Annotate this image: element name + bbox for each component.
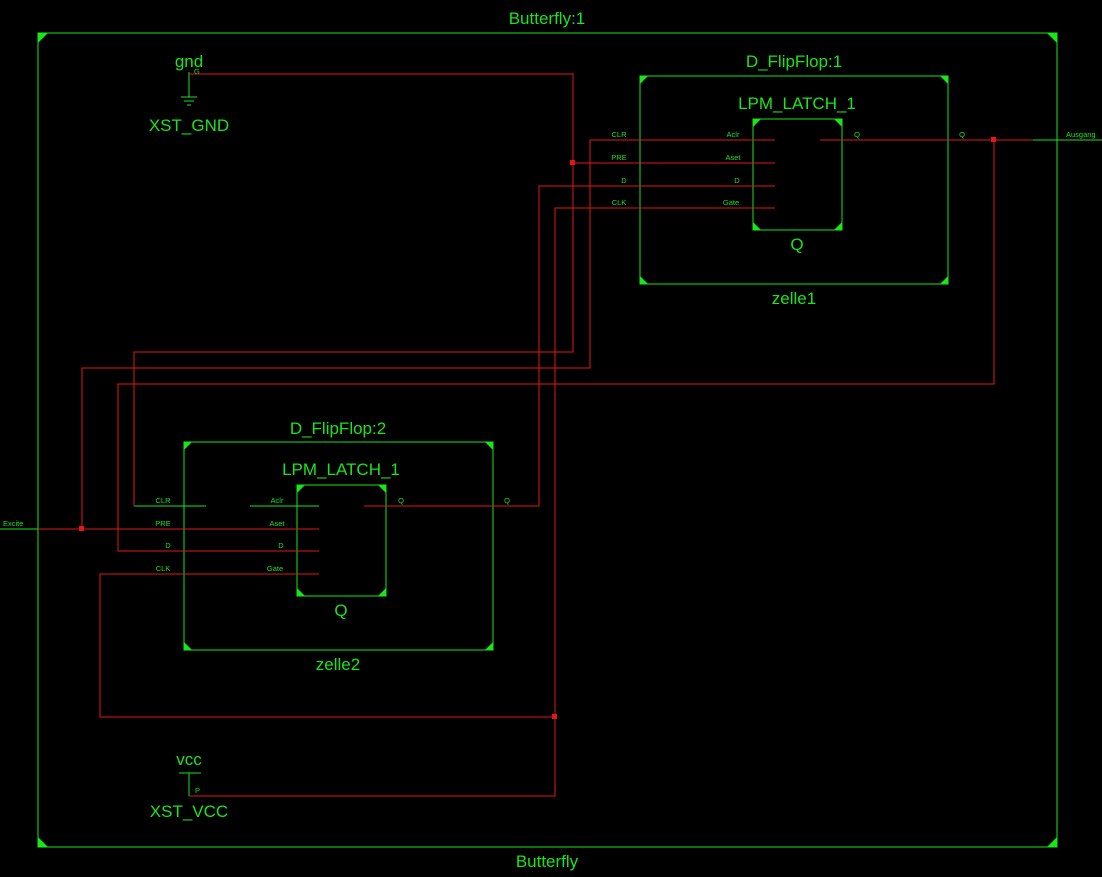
gnd-pin-label: G [194,67,200,76]
corner-marker [297,588,305,596]
net-excite-ff1-clr[interactable] [81,139,775,529]
corner-marker [297,485,305,493]
gnd-name: XST_GND [149,116,229,135]
ff1-latch-pin-d-label: D [734,176,740,185]
ff2-latch[interactable]: LPM_LATCH_1 Q Aclr Aset D Gate Q [250,460,408,620]
butterfly-instance-label: Butterfly:1 [509,9,586,28]
butterfly-module[interactable]: Butterfly:1 Butterfly [37,9,1058,871]
ff2-latch-pin-d-label: D [278,541,284,550]
ff1-pin-pre-label: PRE [611,153,626,162]
ff2-instance-label: D_FlipFlop:2 [290,419,386,438]
ff1-pin-q-out-label: Q [959,130,965,139]
corner-marker [1047,33,1057,43]
flipflop-zelle2[interactable]: D_FlipFlop:2 zelle2 CLR PRE D CLK Q LPM_… [134,419,515,674]
flipflop-zelle1[interactable]: D_FlipFlop:1 zelle1 CLR PRE D CLK Q LPM_… [590,52,970,308]
gnd-symbol[interactable]: gnd G XST_GND [149,52,229,135]
ff1-latch-pin-aset-label: Aset [725,153,741,162]
vcc-title: vcc [176,750,202,769]
ff2-pin-pre-label: PRE [155,519,170,528]
ff2-latch-name: LPM_LATCH_1 [282,460,400,479]
port-ausgang[interactable]: Ausgang [1033,130,1102,141]
port-excite[interactable]: Excite [0,519,38,530]
vcc-symbol[interactable]: vcc P XST_VCC [150,750,228,821]
butterfly-frame [37,32,1058,848]
net-gnd[interactable] [133,73,574,506]
ff2-latch-pin-q-label: Q [398,496,404,505]
corner-marker [485,442,493,450]
corner-marker [834,222,842,230]
corner-marker [38,33,48,43]
junction-dot [552,714,557,719]
ff2-latch-q: Q [334,601,347,620]
corner-marker [940,276,948,284]
ff2-latch-frame [296,484,387,597]
ff2-latch-pin-aclr-label: Aclr [271,496,284,505]
ff2-pin-q-out-label: Q [504,496,510,505]
port-excite-label: Excite [3,519,23,528]
butterfly-name-label: Butterfly [516,852,579,871]
ff1-pin-clr-label: CLR [611,130,627,139]
vcc-name: XST_VCC [150,802,228,821]
net-ff2q-ff1d[interactable] [364,185,775,507]
corner-marker [378,588,386,596]
corner-marker [378,485,386,493]
ff1-latch-pin-q-label: Q [854,130,860,139]
ff1-latch[interactable]: LPM_LATCH_1 Q Aclr Aset D Gate Q [706,94,864,254]
junction-dot [570,160,575,165]
net-vcc-ff2-clk[interactable] [99,573,555,718]
junction-dot [79,526,84,531]
ff1-pin-clk-label: CLK [612,198,627,207]
ff2-pin-clr-label: CLR [155,496,171,505]
ff1-frame [639,75,949,285]
ff1-latch-frame [752,118,843,231]
corner-marker [834,119,842,127]
port-ausgang-label: Ausgang [1066,130,1096,139]
ff1-pin-d-label: D [621,176,627,185]
ff1-latch-pin-gate-label: Gate [723,198,739,207]
corner-marker [38,837,48,847]
ff2-pin-d-label: D [165,541,171,550]
net-feedback[interactable] [117,140,995,552]
corner-marker [640,76,648,84]
ff2-latch-pin-gate-label: Gate [267,564,283,573]
corner-marker [940,76,948,84]
junction-dot [991,137,996,142]
corner-marker [640,276,648,284]
ff1-latch-pin-aclr-label: Aclr [727,130,740,139]
vcc-pin-label: P [195,786,200,795]
gnd-title: gnd [175,52,203,71]
nets [38,73,1033,797]
ff1-latch-name: LPM_LATCH_1 [738,94,856,113]
corner-marker [485,642,493,650]
ff2-latch-pin-aset-label: Aset [269,519,285,528]
ff1-latch-q: Q [790,235,803,254]
corner-marker [1047,837,1057,847]
corner-marker [753,222,761,230]
ff1-name-label: zelle1 [772,289,816,308]
corner-marker [184,442,192,450]
corner-marker [184,642,192,650]
ff1-instance-label: D_FlipFlop:1 [746,52,842,71]
net-vcc[interactable] [189,207,775,797]
ff2-name-label: zelle2 [316,655,360,674]
ff2-frame [183,441,494,651]
corner-marker [753,119,761,127]
ff2-pin-clk-label: CLK [156,564,171,573]
